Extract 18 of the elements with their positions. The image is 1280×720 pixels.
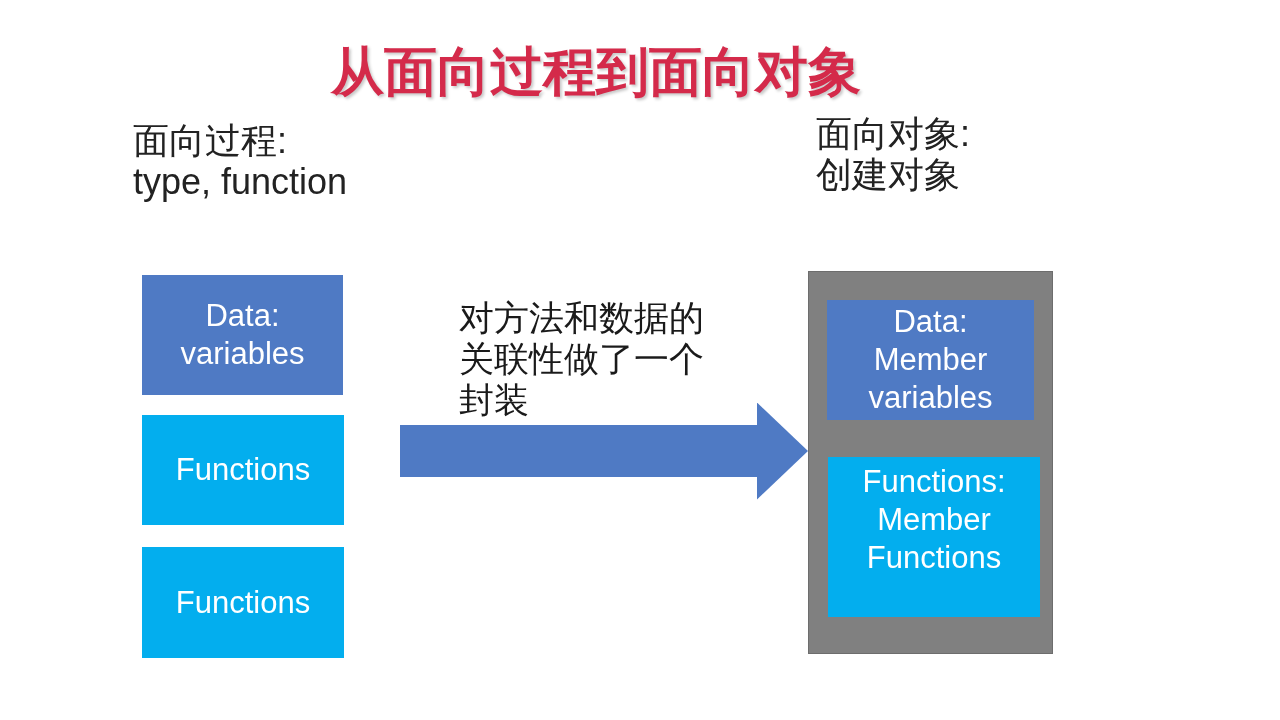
data-box <box>827 300 1034 420</box>
heading-text: 面向对象: 创建对象 <box>816 113 971 195</box>
label-text: Member variables <box>867 341 994 417</box>
heading-text: Data: <box>205 297 280 335</box>
label-text: Member Functions <box>865 501 1003 577</box>
function-box <box>142 547 344 658</box>
object-box <box>808 271 1053 654</box>
heading-text: Functions: <box>862 463 1006 501</box>
block-arrow <box>400 402 808 500</box>
slide-title: 从面向过程到面向对象 <box>331 41 861 103</box>
label-text: Functions <box>175 451 311 489</box>
label-text: variables <box>180 335 305 373</box>
heading-text: Data: <box>893 303 968 341</box>
heading-text: 面向过程: type, function <box>133 120 349 202</box>
data-box <box>142 275 343 395</box>
function-box <box>142 415 344 525</box>
function-box <box>828 457 1040 617</box>
label-text: Functions <box>175 583 311 622</box>
